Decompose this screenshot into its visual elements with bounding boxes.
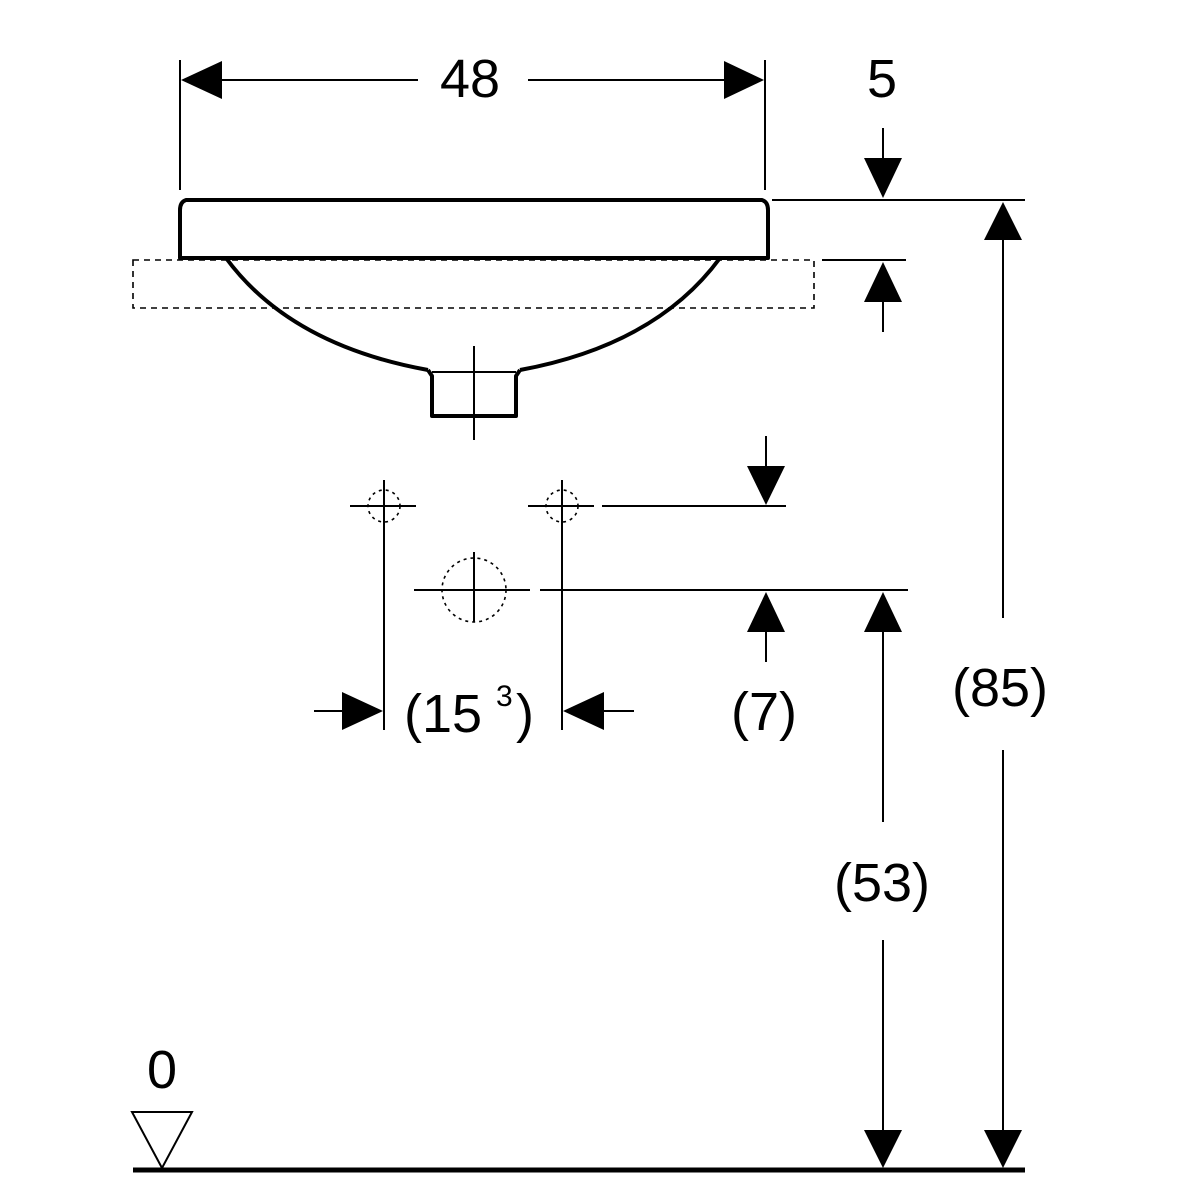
tap-hole-right [528,480,786,730]
tap-spacing-close: ) [516,684,534,744]
tap-offset-dimension: (7) [731,436,797,742]
floor-level-marker: 0 [130,1040,1025,1173]
rim-dimension: 5 [772,49,1025,332]
width-label: 48 [440,49,500,109]
tap-spacing-label: (15 [404,684,482,744]
drain-height-label: (53) [834,853,930,913]
tap-offset-label: (7) [731,682,797,742]
tap-spacing-superscript: 3 [496,680,513,713]
countertop-outline [132,259,815,309]
washbasin-outline [178,198,770,440]
drain-height-dimension: (53) [834,592,930,1168]
tap-spacing-dimension: (15 3 ) [314,680,634,744]
drain-hole [414,552,908,623]
overall-height-dimension: (85) [952,202,1048,1168]
width-dimension: 48 [179,49,766,190]
rim-label: 5 [867,49,897,109]
tap-hole-left [350,480,416,730]
floor-level-label: 0 [147,1040,177,1100]
overall-height-label: (85) [952,658,1048,718]
